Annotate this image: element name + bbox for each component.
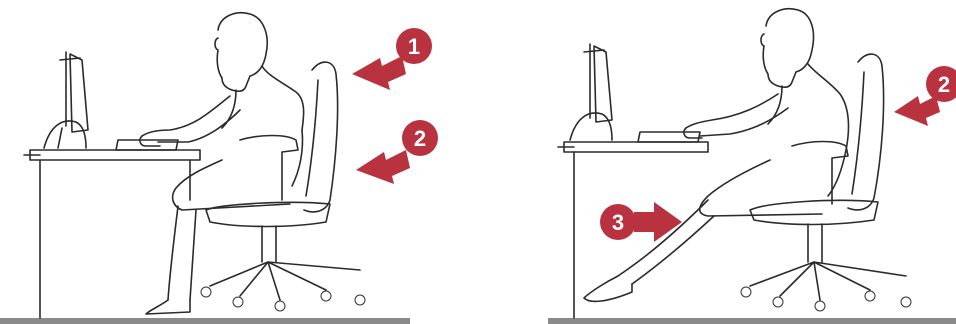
keyboard	[638, 132, 700, 142]
monitor	[44, 52, 88, 148]
marker-2-backrest: 2	[894, 66, 956, 126]
marker-2-backrest: 2	[356, 120, 438, 184]
monitor	[570, 44, 612, 140]
upright-posture-drawing: 1 2	[0, 0, 478, 324]
office-chair	[741, 54, 911, 311]
marker-label: 2	[414, 126, 426, 151]
illustration-reclined-posture: 2 3	[478, 0, 956, 324]
person-reclined	[584, 9, 848, 302]
illustration-upright-posture: 1 2	[0, 0, 478, 324]
marker-label: 3	[612, 210, 624, 235]
person-upright	[140, 13, 304, 314]
marker-1-head: 1	[352, 28, 432, 90]
floor-line	[548, 318, 956, 324]
desk	[24, 150, 200, 318]
marker-label: 1	[408, 34, 420, 59]
marker-label: 2	[938, 72, 950, 97]
floor-line	[0, 318, 410, 324]
reclined-posture-drawing: 2 3	[478, 0, 956, 324]
